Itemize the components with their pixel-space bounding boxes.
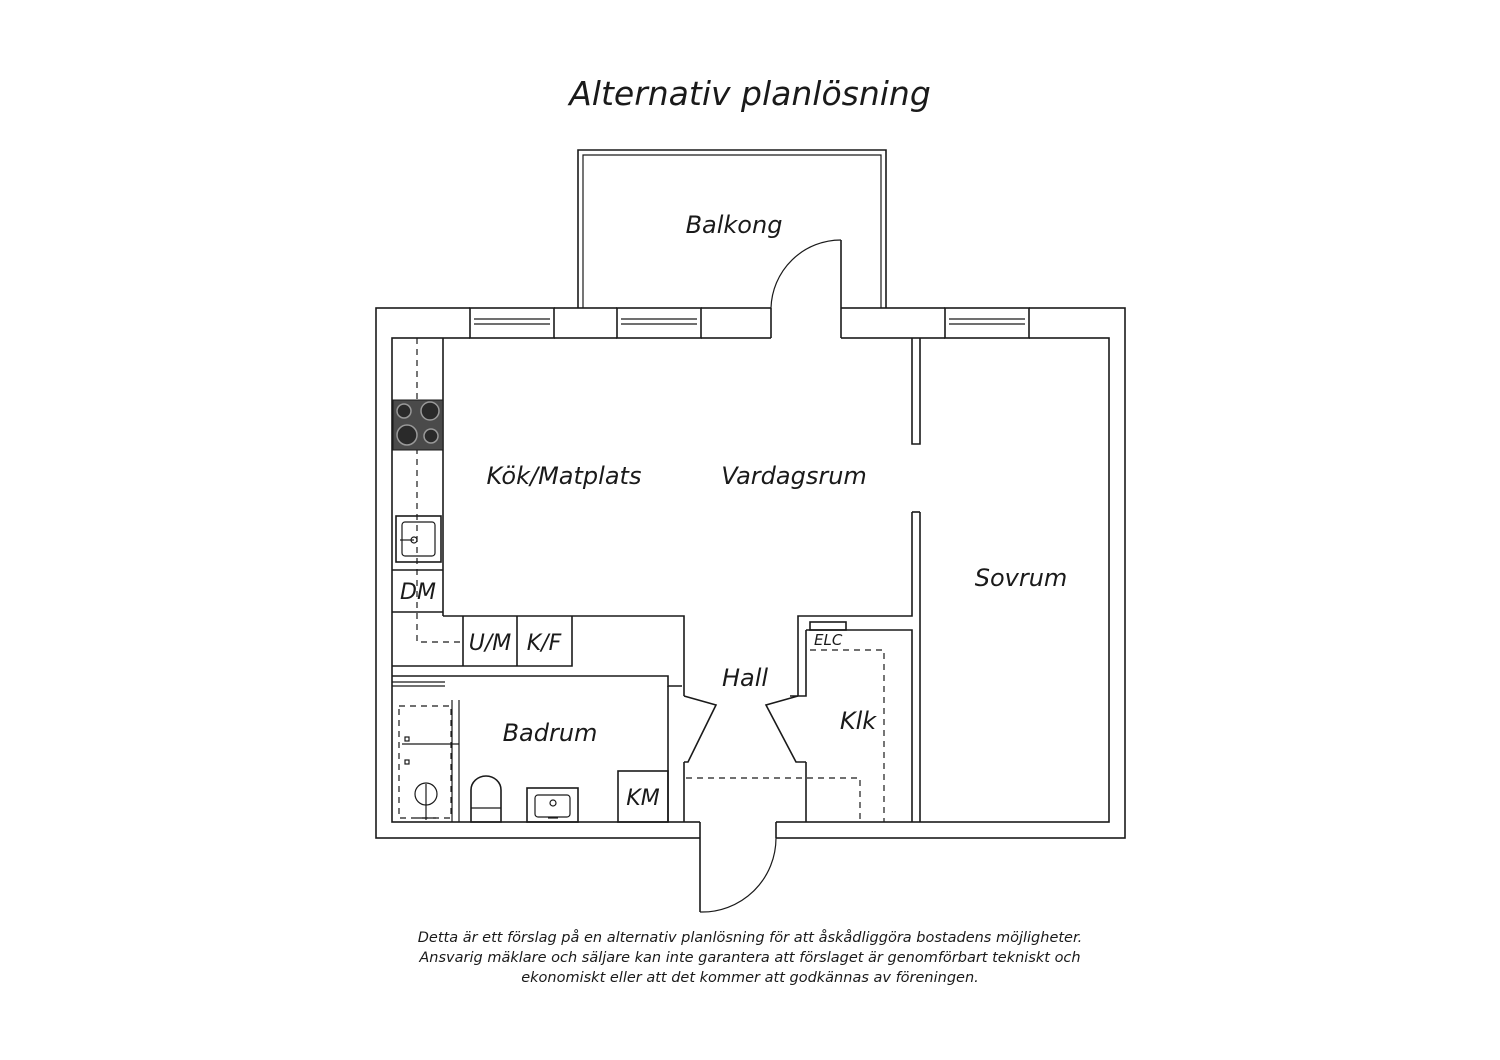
kitchen-sink-icon xyxy=(395,515,442,563)
balcony xyxy=(577,149,887,308)
disclaimer: Detta är ett förslag på en alternativ pl… xyxy=(300,928,1200,988)
toilet-icon xyxy=(470,775,502,823)
disclaimer-line: ekonomiskt eller att det kommer att godk… xyxy=(521,970,979,986)
page-title: Alternativ planlösning xyxy=(569,74,931,113)
room-label-balcony: Balkong xyxy=(686,211,783,239)
window-living xyxy=(616,306,702,340)
disclaimer-line: Ansvarig mäklare och säljare kan inte ga… xyxy=(419,950,1081,966)
bathroom-sink-icon xyxy=(526,787,579,823)
appliance-label-oven-microwave: U/M xyxy=(469,631,512,656)
window-kitchen xyxy=(469,306,555,340)
bathroom-fixtures xyxy=(392,681,460,822)
room-label-living: Vardagsrum xyxy=(721,462,867,490)
outer-walls xyxy=(375,306,1126,840)
appliance-label-washing-machine: KM xyxy=(626,786,659,811)
disclaimer-line: Detta är ett förslag på en alternativ pl… xyxy=(417,930,1083,946)
room-label-bathroom: Badrum xyxy=(503,719,598,747)
closet-walls xyxy=(686,621,913,822)
room-label-closet: Klk xyxy=(840,707,877,735)
room-label-kitchen: Kök/Matplats xyxy=(487,462,642,490)
appliance-label-fridge-freezer: K/F xyxy=(527,631,562,656)
balcony-door xyxy=(770,239,842,309)
room-label-hall: Hall xyxy=(722,664,768,692)
appliance-label-electrical-cabinet: ELC xyxy=(814,631,843,649)
stove-icon xyxy=(392,399,444,451)
windows xyxy=(469,306,1030,340)
window-bedroom xyxy=(944,306,1030,340)
washing-machine-box xyxy=(617,770,669,823)
room-label-bedroom: Sovrum xyxy=(975,564,1068,592)
entrance-door xyxy=(699,837,777,913)
appliance-label-dishwasher: DM xyxy=(400,580,436,605)
bedroom-wall xyxy=(797,338,921,822)
